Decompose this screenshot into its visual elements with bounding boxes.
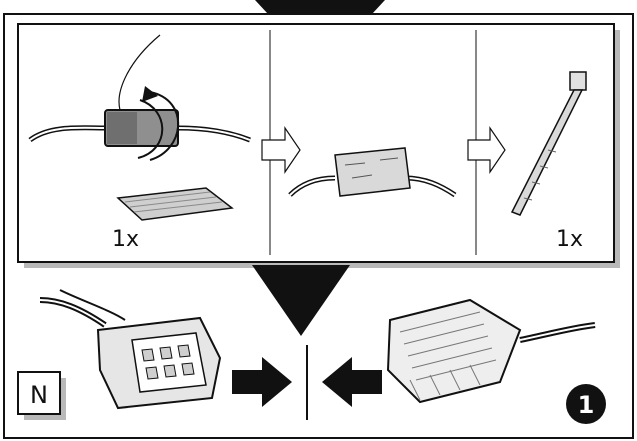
cable-tie-head — [569, 71, 587, 91]
down-arrow — [252, 265, 350, 336]
connector-female-group — [386, 298, 596, 404]
arrow-right — [232, 357, 292, 407]
step-arrow-1 — [261, 126, 301, 174]
taped-splice — [334, 147, 411, 197]
step-cable-tie: 1x — [510, 71, 587, 252]
adhesive-tape-pad — [116, 187, 234, 221]
tape-strip — [118, 34, 161, 111]
badge-n — [17, 371, 61, 415]
step-wrapped-splice — [288, 147, 457, 198]
quantity-label-1: 1x — [112, 227, 139, 252]
step-arrow-2 — [467, 126, 506, 174]
badge-n-label: N — [30, 381, 48, 409]
cable-tie — [510, 89, 584, 216]
connector-male-group — [39, 289, 222, 410]
rotation-arrow-head — [142, 86, 158, 102]
step-number-badge — [566, 384, 606, 424]
arrow-left — [322, 357, 382, 407]
quantity-label-3: 1x — [556, 227, 583, 252]
push-together-arrows — [232, 345, 382, 420]
step-number-label: 1 — [578, 391, 595, 419]
step-wrap-tape: 1x — [28, 34, 251, 252]
rotation-arrow — [149, 91, 180, 161]
top-notch — [255, 0, 385, 14]
connector-female — [386, 298, 522, 404]
